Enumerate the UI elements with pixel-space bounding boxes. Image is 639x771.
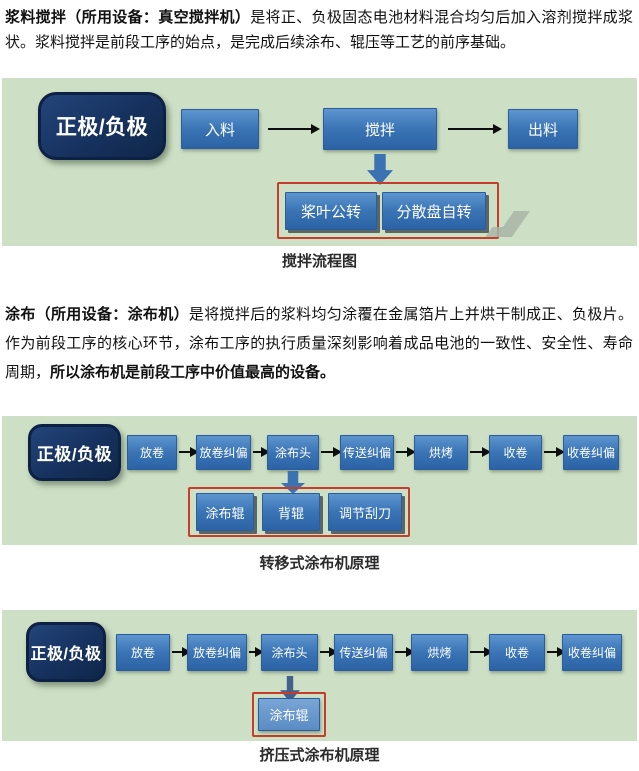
mixing-flow-diagram: 正极/负极 入料 搅拌 出料 桨叶公转 分散盘自转 <box>2 78 637 246</box>
flow-node-bake: 烘烤 <box>411 634 468 671</box>
flow-arrow-icon <box>179 447 199 457</box>
flow-node-discharge: 出料 <box>508 109 578 149</box>
flow-node-bake: 烘烤 <box>414 435 468 470</box>
flow-arrow-icon <box>253 447 270 457</box>
flow-arrow-icon <box>268 124 320 134</box>
paragraph-text: 是将正、负极固态电池材料混合均匀后加入溶剂搅拌成浆状。浆料搅拌是前段工序的始点，… <box>5 9 633 51</box>
watermark-icon <box>495 211 531 237</box>
paragraph-slurry-mixing: 浆料搅拌（所用设备：真空搅拌机）是将正、负极固态电池材料混合均匀后加入溶剂搅拌成… <box>5 5 633 55</box>
flow-node-unwind-correct: 放卷纠偏 <box>187 634 247 671</box>
flow-arrow-icon <box>470 447 491 457</box>
flow-arrow-icon <box>448 124 502 134</box>
flow-arrow-icon <box>470 647 493 657</box>
flow-arrow-icon <box>320 647 338 657</box>
highlight-frame <box>277 182 499 239</box>
flow-arrow-icon <box>544 447 565 457</box>
flow-arrow-icon <box>547 647 566 657</box>
sub-node-backing-roller: 背辊 <box>262 493 320 531</box>
flow-node-rewind: 收卷 <box>489 435 542 470</box>
flow-node-coating-head: 涂布头 <box>261 634 318 671</box>
flow-arrow-icon <box>172 647 191 657</box>
diagram-caption-extrusion-coater: 挤压式涂布机原理 <box>259 747 380 764</box>
flow-node-unwind-correct: 放卷纠偏 <box>196 435 251 470</box>
extrusion-coater-diagram: 正极/负极 放卷 放卷纠偏 涂布头 传送纠偏 烘烤 收卷 收卷纠偏 涂布辊 <box>2 610 637 741</box>
sub-node-coating-roller: 涂布辊 <box>196 493 254 531</box>
paragraph-text: 是将搅拌后的浆料均匀涂覆在金属箔片上并烘干制成正、负极片。作为前段工序的核心环节… <box>5 306 633 381</box>
flow-arrow-icon <box>396 447 416 457</box>
paragraph-bold-lead: 涂布（所用设备：涂布机） <box>5 306 189 323</box>
flow-node-feed: 入料 <box>181 109 259 149</box>
flow-arrow-icon <box>321 447 342 457</box>
flow-node-rewind-correct: 收卷纠偏 <box>562 634 622 671</box>
sub-node-coating-roller: 涂布辊 <box>258 698 320 731</box>
flow-node-unwind: 放卷 <box>127 435 177 470</box>
electrode-source-box: 正极/负极 <box>28 424 121 481</box>
flow-node-coating-head: 涂布头 <box>267 435 319 470</box>
down-arrow-icon <box>367 154 393 185</box>
flow-node-transport-correct: 传送纠偏 <box>334 634 393 671</box>
flow-node-transport-correct: 传送纠偏 <box>340 435 394 470</box>
sub-node-paddle-revolution: 桨叶公转 <box>285 192 377 230</box>
paragraph-coating: 涂布（所用设备：涂布机）是将搅拌后的浆料均匀涂覆在金属箔片上并烘干制成正、负极片… <box>5 300 633 387</box>
flow-node-rewind-correct: 收卷纠偏 <box>563 435 619 470</box>
highlight-frame <box>252 692 326 737</box>
sub-node-adjust-blade: 调节刮刀 <box>328 493 402 531</box>
electrode-source-box: 正极/负极 <box>26 622 106 682</box>
paragraph-bold-lead: 浆料搅拌（所用设备：真空搅拌机） <box>5 9 251 26</box>
flow-arrow-icon <box>395 647 415 657</box>
transfer-coater-diagram: 正极/负极 放卷 放卷纠偏 涂布头 传送纠偏 烘烤 收卷 收卷纠偏 涂布辊 背辊… <box>2 416 637 545</box>
diagram-caption-mixing: 搅拌流程图 <box>281 253 357 270</box>
flow-node-unwind: 放卷 <box>116 634 170 671</box>
highlight-frame <box>188 487 410 537</box>
flow-node-rewind: 收卷 <box>489 634 545 671</box>
diagram-caption-transfer-coater: 转移式涂布机原理 <box>259 555 380 572</box>
flow-node-mix: 搅拌 <box>323 108 437 150</box>
paragraph-bold-tail: 所以涂布机是前段工序中价值最高的设备。 <box>50 364 336 381</box>
flow-arrow-icon <box>249 647 264 657</box>
sub-node-disc-rotation: 分散盘自转 <box>382 192 486 230</box>
electrode-source-box: 正极/负极 <box>38 92 166 160</box>
